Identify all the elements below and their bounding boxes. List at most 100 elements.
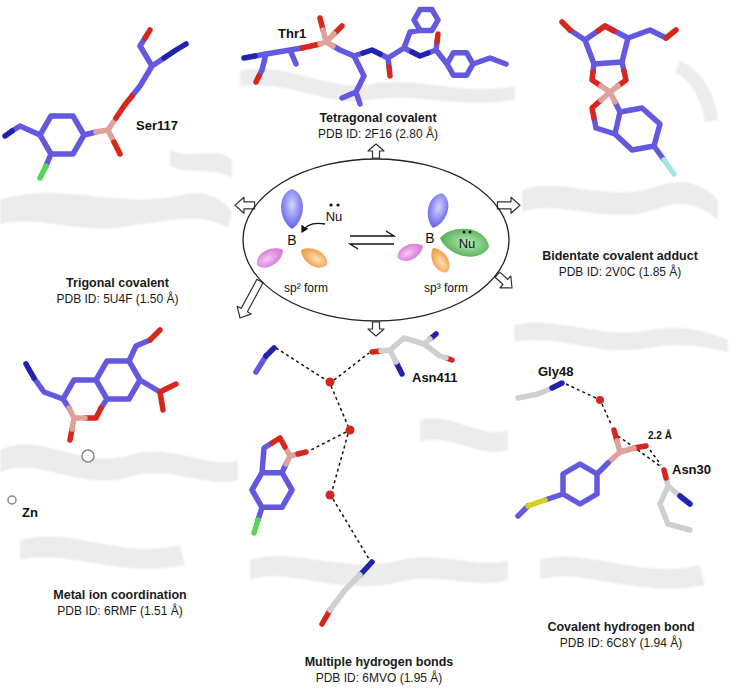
- fluorine-bond: [664, 160, 674, 174]
- carbon-bonds: [34, 340, 160, 408]
- hydrogen-bond: [566, 384, 661, 466]
- sp3-orbital-lobe: [394, 239, 426, 265]
- pdb-label: PDB ID: 6MVO (1.95 Å): [316, 671, 443, 686]
- hybridization-ellipse: BNusp² formBNusp³ form: [242, 158, 510, 322]
- binding-arrow: [368, 144, 384, 158]
- oxygen-bonds: [256, 18, 438, 82]
- ribbon: [540, 556, 705, 589]
- nucleophile-label: Nu: [459, 236, 476, 251]
- binding-arrow: [237, 279, 263, 318]
- oxygen-bonds: [562, 22, 676, 118]
- equilibrium-arrow: [350, 244, 394, 249]
- panel-caption: Bidentate covalent adduct: [542, 249, 698, 264]
- residue-label: Asn30: [672, 462, 711, 477]
- structure-panel: Asn411Multiple hydrogen bondsPDB ID: 6MV…: [248, 336, 510, 696]
- ribbon: [675, 60, 718, 122]
- residue-label: Gly48: [538, 364, 573, 379]
- ribbon: [420, 418, 508, 452]
- carbon-bonds: [12, 38, 164, 166]
- curly-arrow: [302, 223, 325, 232]
- boron-bonds: [320, 30, 334, 46]
- nitrogen-bonds: [5, 44, 186, 136]
- residue-label: Ser117: [136, 118, 178, 133]
- structure-panel: Bidentate covalent adductPDB ID: 2V0C (1…: [520, 15, 720, 283]
- binding-arrow: [368, 322, 384, 336]
- lone-pair-dot: [463, 231, 466, 234]
- panel-caption: Tetragonal covalent: [319, 111, 436, 126]
- atom-symbol: B: [287, 233, 296, 248]
- water-molecule: [346, 426, 355, 435]
- pdb-label: PDB ID: 5U4F (1.50 Å): [56, 292, 178, 307]
- panel-caption: Metal ion coordination: [53, 588, 186, 603]
- nitrogen-bond: [26, 364, 34, 378]
- sulfur-bond: [528, 500, 545, 506]
- oxygen-bonds: [114, 30, 150, 154]
- ribbon: [0, 193, 232, 229]
- sp2-orbital-lobe: [297, 243, 331, 272]
- residue-bonds: [518, 388, 690, 530]
- boron-bonds: [601, 86, 618, 102]
- metal-ion-sphere: [82, 450, 94, 462]
- residue-label: Asn411: [412, 370, 458, 385]
- structure-panel: Ser117Trigonal covalentPDB ID: 5U4F (1.5…: [0, 25, 235, 310]
- molecule-sticks: [244, 10, 506, 104]
- molecule-sticks: [8, 330, 176, 504]
- water-molecule: [326, 378, 335, 387]
- nucleophile-label: Nu: [326, 209, 343, 224]
- residue-label: Zn: [22, 505, 38, 520]
- carbon-bonds: [570, 26, 666, 160]
- ribbon: [170, 150, 232, 178]
- carbon-bonds: [252, 356, 292, 520]
- pdb-label: PDB ID: 6RMF (1.51 Å): [57, 604, 182, 619]
- lone-pair-dot: [336, 203, 339, 206]
- sp2-orbital-lobe: [253, 243, 287, 272]
- ribbon: [20, 536, 185, 569]
- hydrogen-bond: [276, 348, 369, 559]
- sp3-orbital-lobe: [424, 191, 452, 231]
- ribbon: [0, 444, 238, 482]
- orbital-scheme: [253, 189, 492, 276]
- carbon-bonds: [255, 10, 506, 104]
- oxygen-bonds: [70, 330, 176, 440]
- nitrogen-bonds: [244, 50, 428, 58]
- ribbon: [250, 556, 508, 587]
- hybridization-label: sp³ form: [424, 281, 468, 296]
- structure-panel: Thr1Tetragonal covalentPDB ID: 2F16 (2.8…: [238, 0, 518, 144]
- residue-label: Thr1: [278, 26, 306, 41]
- nitrogen-bonds: [266, 334, 436, 575]
- molecule-sticks: [562, 22, 676, 174]
- boron-bonds: [69, 408, 85, 429]
- molecule-sticks: [518, 383, 690, 530]
- ribbon: [240, 69, 515, 103]
- equilibrium-arrow: [350, 231, 394, 236]
- hybridization-label: sp² form: [284, 281, 328, 296]
- ellipse-outline: [243, 159, 509, 321]
- boron-bonds: [96, 118, 116, 142]
- structure-panel: Gly48 2.2 Å Asn30Covalent hydrogen bondPDB…: [512, 288, 730, 654]
- binding-arrow: [495, 272, 512, 288]
- lone-pair-dot: [469, 231, 472, 234]
- pdb-label: PDB ID: 2F16 (2.80 Å): [318, 127, 438, 142]
- p-orbital-lobe: [281, 189, 303, 229]
- metal-ion-sphere: [8, 496, 16, 504]
- lone-pair-dot: [329, 203, 332, 206]
- chlorine-bond: [254, 520, 258, 533]
- boron-bonds: [608, 441, 634, 463]
- oxygen-bonds: [272, 351, 452, 624]
- water-molecule: [596, 396, 604, 404]
- hydrogen-bonds: [566, 384, 661, 466]
- nitrogen-bonds: [552, 383, 690, 504]
- pdb-label: PDB ID: 6C8Y (1.94 Å): [560, 636, 683, 651]
- water-molecule: [326, 491, 335, 500]
- panel-caption: Covalent hydrogen bond: [547, 620, 694, 635]
- ribbon: [522, 182, 718, 220]
- ribbon: [514, 323, 728, 352]
- distance-label: 2.2 Å: [648, 428, 672, 443]
- structure-panel: ZnMetal ion coordinationPDB ID: 6RMF (1.…: [0, 318, 240, 623]
- nucleophile-orbital-lobe: [438, 225, 492, 261]
- panel-caption: Multiple hydrogen bonds: [305, 655, 454, 670]
- pdb-label: PDB ID: 2V0C (1.85 Å): [559, 265, 682, 280]
- chlorine-bond: [40, 166, 46, 178]
- panel-caption: Trigonal covalent: [66, 276, 169, 291]
